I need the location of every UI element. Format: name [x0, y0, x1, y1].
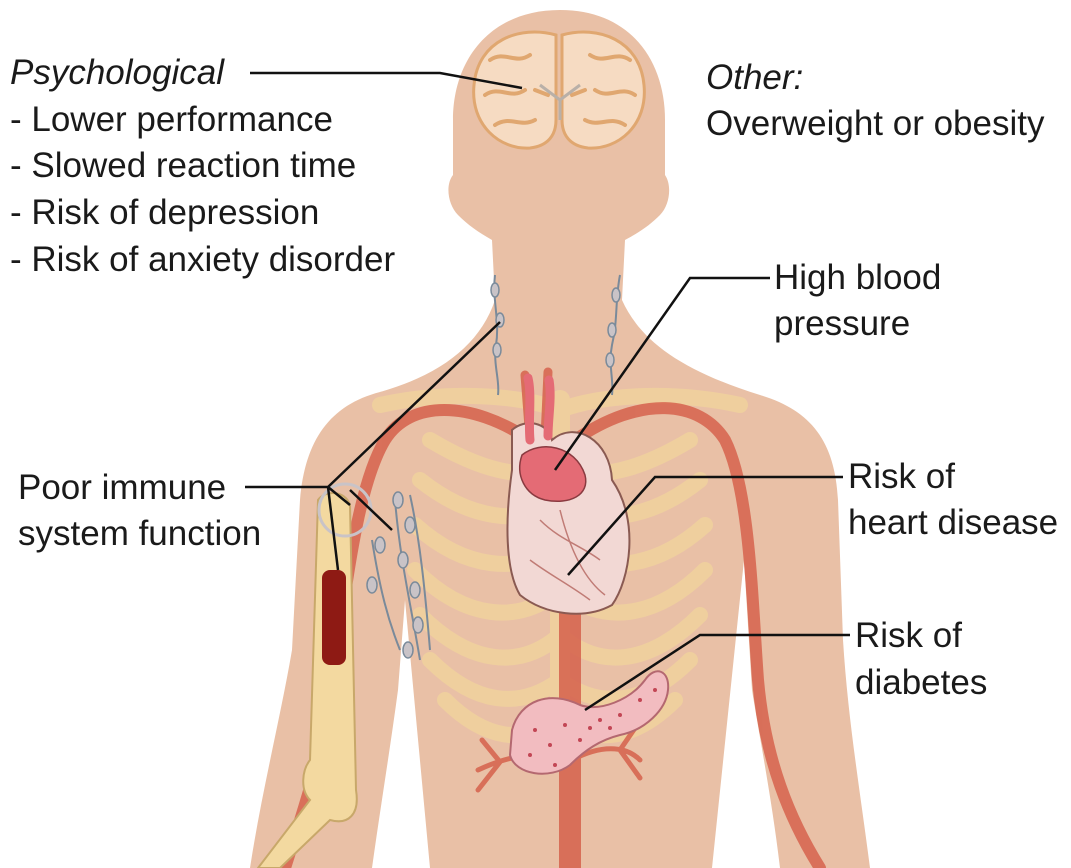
blood-pressure-label-line2: pressure: [774, 301, 910, 347]
immune-label-line2: system function: [18, 511, 261, 557]
immune-label-line1: Poor immune: [18, 465, 226, 511]
other-item: Overweight or obesity: [706, 101, 1044, 147]
psychological-heading: Psychological: [10, 50, 224, 96]
psychological-item: - Risk of depression: [10, 190, 319, 236]
blood-pressure-label-line1: High blood: [774, 255, 941, 301]
heart-label-line1: Risk of: [848, 454, 955, 500]
diabetes-label-line2: diabetes: [855, 660, 987, 706]
psychological-item: - Lower performance: [10, 97, 333, 143]
other-heading: Other:: [706, 55, 803, 101]
psychological-item: - Slowed reaction time: [10, 143, 356, 189]
diabetes-label-line1: Risk of: [855, 613, 962, 659]
bone-marrow: [322, 570, 346, 665]
heart-label-line2: heart disease: [848, 500, 1058, 546]
psychological-item: - Risk of anxiety disorder: [10, 237, 395, 283]
